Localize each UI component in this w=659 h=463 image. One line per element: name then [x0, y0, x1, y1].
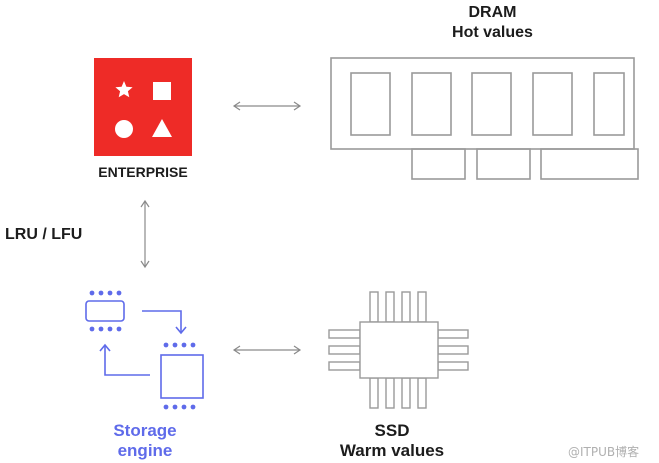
- storage-engine-title: Storage: [113, 421, 177, 440]
- ssd-subtitle: Warm values: [339, 441, 445, 460]
- storage-ssd-arrow: [232, 345, 302, 355]
- enterprise-storage-arrow: [140, 199, 150, 269]
- ssd-title: SSD: [374, 421, 410, 440]
- storage-engine-subtitle: engine: [117, 441, 173, 460]
- circle-icon: [115, 120, 133, 138]
- dram-title: DRAM: [468, 4, 517, 21]
- enterprise-label: ENTERPRISE: [98, 164, 188, 180]
- square-icon: [153, 82, 171, 100]
- triangle-icon: [152, 119, 172, 137]
- dram-label: DRAM Hot values: [425, 3, 560, 43]
- ssd-chip-icon: [328, 291, 469, 409]
- dram-subtitle: Hot values: [452, 24, 533, 41]
- star-icon: [115, 81, 133, 98]
- enterprise-dram-arrow: [232, 101, 302, 111]
- enterprise-logo-icon: [94, 58, 192, 156]
- watermark-text: @ITPUB博客: [568, 445, 640, 459]
- policy-label: LRU / LFU: [5, 226, 83, 243]
- storage-engine-icon: [85, 290, 204, 410]
- ssd-label: SSD Warm values: [322, 421, 462, 461]
- dram-memory-module-icon: [330, 57, 639, 180]
- storage-engine-label: Storage engine: [95, 421, 195, 461]
